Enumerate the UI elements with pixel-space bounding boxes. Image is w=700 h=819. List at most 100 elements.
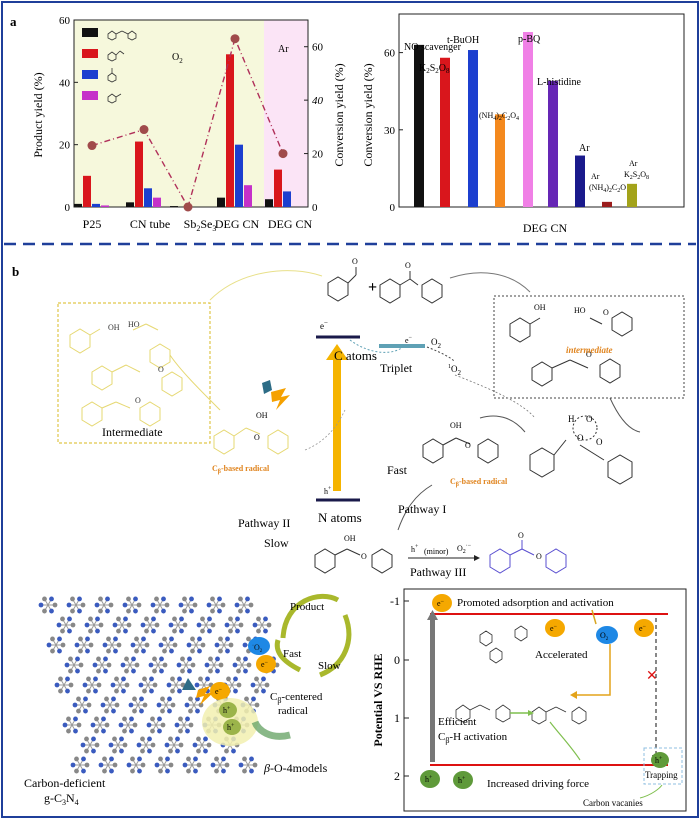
lattice-atom-399 [93,688,98,694]
lattice-atom-711 [231,748,236,754]
left-y1-label: Product yield (%) [31,72,45,157]
lattice-atom-605 [150,728,155,734]
lattice-atom-67 [178,602,184,608]
lattice-atom-803 [249,756,254,762]
lattice-atom-669 [112,736,117,742]
lattice-atom-111 [95,628,100,634]
lattice-atom-305 [96,668,101,674]
right-bar-2 [468,50,478,207]
o2-region-label: O2 [172,52,183,65]
label-p-bq: p-BQ [518,34,541,45]
lattice-atom-25 [108,602,114,608]
dioxetane-molecule [529,415,633,485]
activation-arrowhead [528,710,534,716]
carbon-nitride-lattice [38,596,280,774]
arrow-intermediate-down [609,397,641,433]
lattice-atom-395 [65,676,70,682]
trapped-hole-label: h+ [655,756,663,765]
singlet-o2: 1O2 [448,364,462,377]
lattice-atom-207 [85,648,90,654]
lattice-atom-121 [126,622,132,628]
lattice-atom-79 [206,602,212,608]
panel-a-label: a [10,14,17,29]
lattice-atom-785 [214,768,219,774]
lattice-atom-313 [134,662,140,668]
lattice-atom-29 [98,608,103,614]
lattice-atom-677 [140,748,145,754]
lattice-atom-13 [80,602,86,608]
lignin-o: O [361,552,367,561]
conversion-point-3 [230,34,240,44]
left-box-oh: OH [108,323,120,332]
right-cb-radical-molecule [422,437,499,464]
lattice-atom-315 [131,668,136,674]
conversion-point-1 [139,125,149,135]
left-radical-o: O [254,433,260,442]
lattice-atom-561 [244,696,249,702]
electron-ball-2 [210,682,230,700]
lattice-atom-361 [246,662,252,668]
lattice-atom-733 [112,762,118,768]
energy-hole-1-label: h+ [425,775,433,784]
lattice-atom-323 [131,656,136,662]
lattice-atom-615 [185,728,190,734]
lattice-atom-485 [76,708,81,714]
accelerated-path [575,644,611,696]
lattice-atom-653 [84,748,89,754]
right-bar-3 [495,114,505,207]
lattice-atom-267 [225,648,230,654]
lattice-atom-15 [77,608,82,614]
lattice-atom-573 [66,716,71,722]
bar-1-3 [153,197,161,207]
cycle-slow-label: Slow [318,660,341,672]
lattice-atom-331 [148,662,154,668]
conversion-point-4 [278,149,288,159]
lattice-atom-765 [158,756,163,762]
lattice-atom-275 [225,636,230,642]
left-cb-radical-molecule [213,427,289,455]
right-bar-7 [602,201,612,207]
lattice-atom-133 [154,622,160,628]
lattice-atom-493 [114,702,120,708]
lattice-atom-233 [134,648,139,654]
left-box-o1: O [158,365,164,374]
lattice-atom-713 [224,748,229,754]
lattice-atom-65 [182,608,187,614]
lattice-atom-47 [133,596,138,602]
lattice-atom-321 [124,656,129,662]
lattice-atom-7 [38,602,44,608]
lattice-atom-771 [193,768,198,774]
lattice-atom-491 [83,696,88,702]
lattice-atom-513 [132,696,137,702]
lattice-atom-55 [150,602,156,608]
lattice-atom-119 [95,616,100,622]
lattice-atom-131 [123,616,128,622]
c-atoms-label: C atoms [334,348,377,363]
lattice-atom-117 [88,616,93,622]
lattice-atom-349 [218,662,224,668]
hole-ball-1-label: h+ [223,706,231,715]
lattice-atom-45 [126,596,131,602]
lignin-model-molecule [314,548,393,574]
lattice-atom-721 [84,762,90,768]
o2-label: O2 [431,337,442,350]
lattice-atom-797 [242,768,247,774]
electron-ball-2-label: e− [215,687,223,696]
isc-arrow [349,339,406,353]
legend-swatch-red [82,49,98,58]
lattice-atom-521 [160,708,165,714]
lattice-atom-217 [116,642,122,648]
lattice-atom-19 [66,602,72,608]
lattice-atom-655 [80,742,86,748]
right-radical-o: O [465,441,471,450]
bar-3-2 [235,144,243,207]
right-box-ho: HO [574,306,586,315]
right-box-oh: OH [534,303,546,312]
right-bar-4 [523,32,533,207]
lattice-atom-185 [256,628,261,634]
lattice-atom-577 [104,722,110,728]
lattice-atom-135 [151,628,156,634]
lattice-atom-503 [111,696,116,702]
